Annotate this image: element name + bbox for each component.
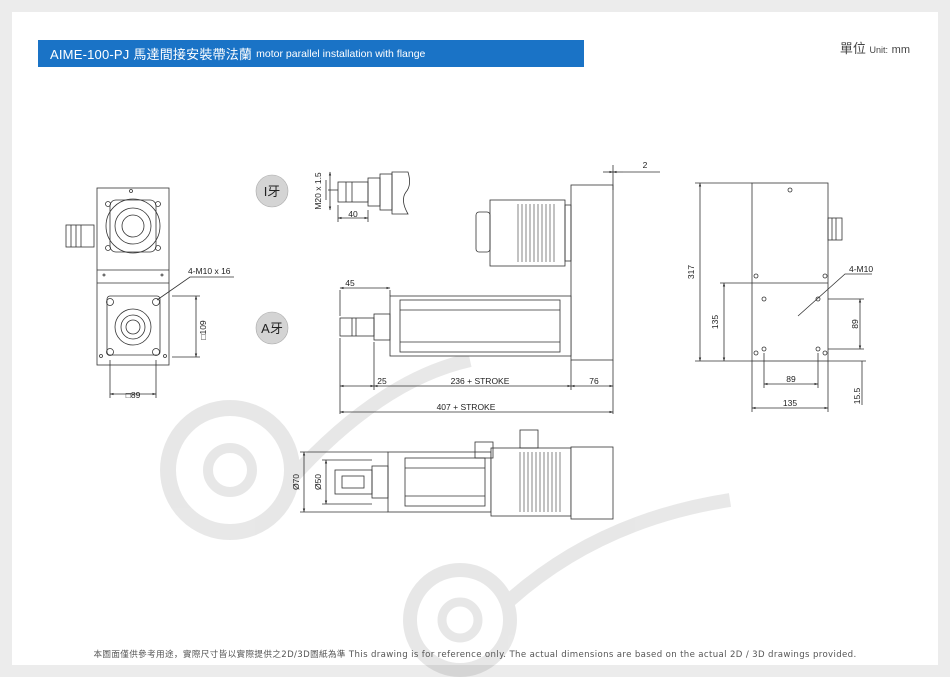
bolt-m10-label: 4-M10 [849, 264, 873, 274]
dim-stroke-236: 236 + STROKE [451, 376, 510, 386]
unit-label: 單位 Unit: mm [840, 38, 910, 57]
svg-text:I牙: I牙 [264, 184, 281, 199]
dim-rod-len: 45 [345, 278, 355, 288]
right-view [695, 182, 872, 412]
dim-dia-50: Ø50 [313, 474, 323, 490]
dim-76: 76 [589, 376, 599, 386]
dim-width-89: 89 [786, 374, 796, 384]
front-view [65, 187, 234, 398]
side-view [339, 165, 660, 414]
dim-height-317: 317 [686, 265, 696, 279]
dim-dia-70: Ø70 [291, 474, 301, 490]
bottom-view [300, 429, 614, 520]
dim-i-thread-size: M20 x 1.5 [313, 172, 323, 210]
dim-offset-15-5: 15.5 [852, 387, 862, 404]
model-name: AIME-100-PJ [50, 47, 130, 62]
i-thread-detail [325, 171, 410, 222]
dim-total-407: 407 + STROKE [437, 402, 496, 412]
dim-height-89: 89 [850, 319, 860, 329]
dim-square-89: □89 [126, 390, 141, 400]
dim-i-thread-len: 40 [348, 209, 358, 219]
title-en: motor parallel installation with flange [256, 47, 426, 60]
dim-flange-offset: 2 [643, 160, 648, 170]
dim-height-135: 135 [710, 315, 720, 329]
footer-disclaimer: 本圖面僅供參考用途，實際尺寸皆以實際提供之2D/3D圖紙為準 This draw… [93, 650, 857, 660]
dim-25: 25 [377, 376, 387, 386]
unit-zh: 單位 [839, 41, 866, 56]
a-thread-badge: A牙 [255, 311, 289, 345]
dim-width-135: 135 [783, 398, 797, 408]
unit-value: mm [891, 44, 910, 56]
title-bar: AIME-100-PJ 馬達間接安裝帶法蘭 motor parallel ins… [38, 40, 584, 67]
title-zh: 馬達間接安裝帶法蘭 [133, 47, 253, 62]
bolt-spec-label: 4-M10 x 16 [188, 266, 231, 276]
svg-text:A牙: A牙 [261, 321, 283, 336]
unit-en: Unit: [869, 45, 889, 55]
dim-square-109: □109 [198, 320, 208, 340]
watermark [160, 353, 732, 677]
i-thread-badge: I牙 [255, 174, 289, 208]
